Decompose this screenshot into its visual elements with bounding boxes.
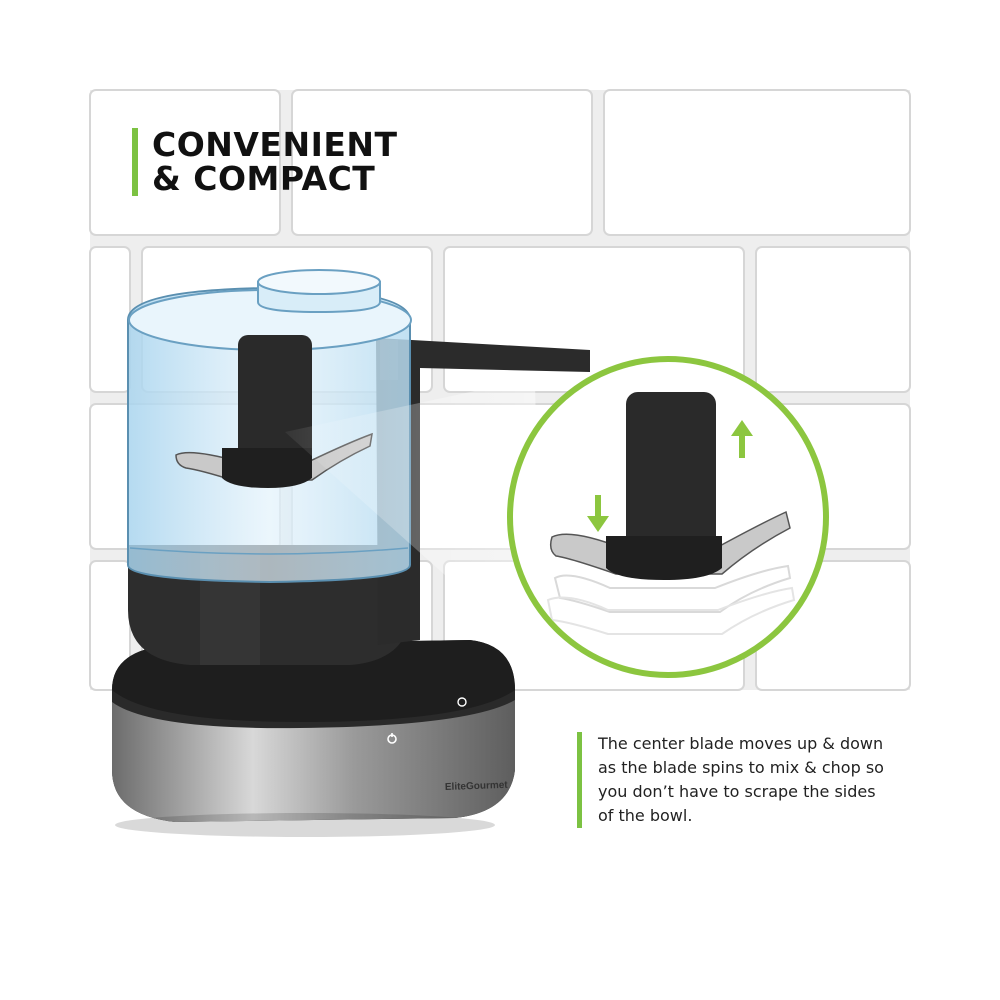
headline-line-1: CONVENIENT: [152, 125, 398, 164]
caption-line-2: as the blade spins to mix & chop so: [598, 758, 884, 777]
brand-mark: EliteGourmet: [445, 780, 509, 793]
zoom-beam: [285, 378, 540, 660]
chopper-base: [112, 640, 515, 837]
feature-caption: The center blade moves up & down as the …: [577, 732, 918, 828]
caption-line-3: you don’t have to scrape the sides: [598, 782, 876, 801]
indicator-dot: [457, 697, 467, 707]
arrow-up-icon: [731, 420, 753, 458]
headline: CONVENIENT & COMPACT: [132, 128, 398, 196]
arrow-down-icon: [587, 495, 609, 532]
power-icon: [387, 733, 397, 744]
headline-line-2: & COMPACT: [152, 159, 376, 198]
caption-line-1: The center blade moves up & down: [598, 734, 884, 753]
caption-line-4: of the bowl.: [598, 806, 693, 825]
zoom-circle: [507, 356, 829, 678]
